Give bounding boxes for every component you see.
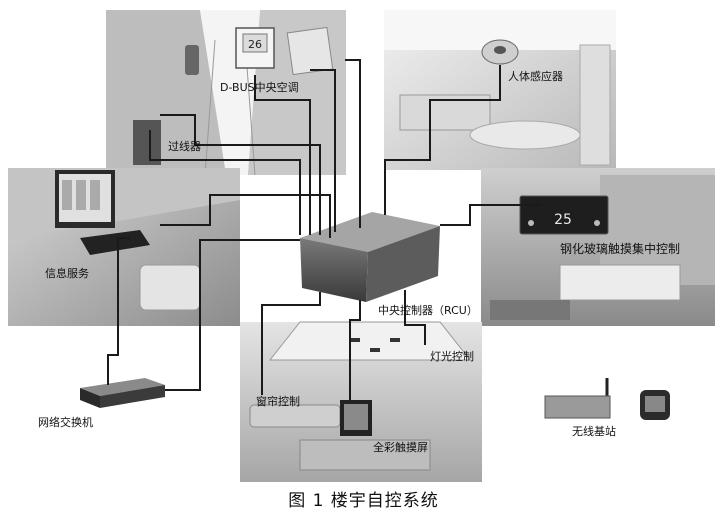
label-glass-panel: 钢化玻璃触摸集中控制 (560, 242, 681, 256)
label-thermostat: 过线器 (168, 140, 201, 153)
human-sensor-device (481, 39, 519, 65)
ac-temp-display: 26 (248, 38, 262, 51)
label-light-control: 灯光控制 (430, 350, 474, 363)
label-wireless-base: 无线基站 (572, 425, 616, 438)
label-curtain-control: 窗帘控制 (256, 395, 300, 408)
wiring (107, 59, 540, 400)
office-photo (8, 168, 240, 326)
label-human-sensor: 人体感应器 (508, 70, 563, 83)
central-controller-box (300, 212, 440, 302)
network-switch-device (80, 378, 165, 408)
lobby-photo (240, 321, 482, 482)
label-central-controller: 中央控制器（RCU） (378, 304, 478, 317)
label-network-switch: 网络交换机 (38, 416, 93, 429)
bathroom-photo (384, 10, 616, 170)
glass-touch-panel: 25 (519, 195, 609, 235)
label-dbus-ac: D-BUS中央空调 (220, 81, 299, 94)
ac-thermostat-panel: 26 (235, 26, 334, 76)
label-touch-screen: 全彩触摸屏 (373, 441, 428, 454)
figure-caption: 图 1 楼宇自控系统 (288, 491, 439, 511)
bedroom-photo (481, 168, 715, 326)
label-info-service: 信息服务 (45, 267, 89, 280)
glass-panel-temp-display: 25 (554, 212, 572, 228)
wireless-base-device (544, 378, 670, 420)
